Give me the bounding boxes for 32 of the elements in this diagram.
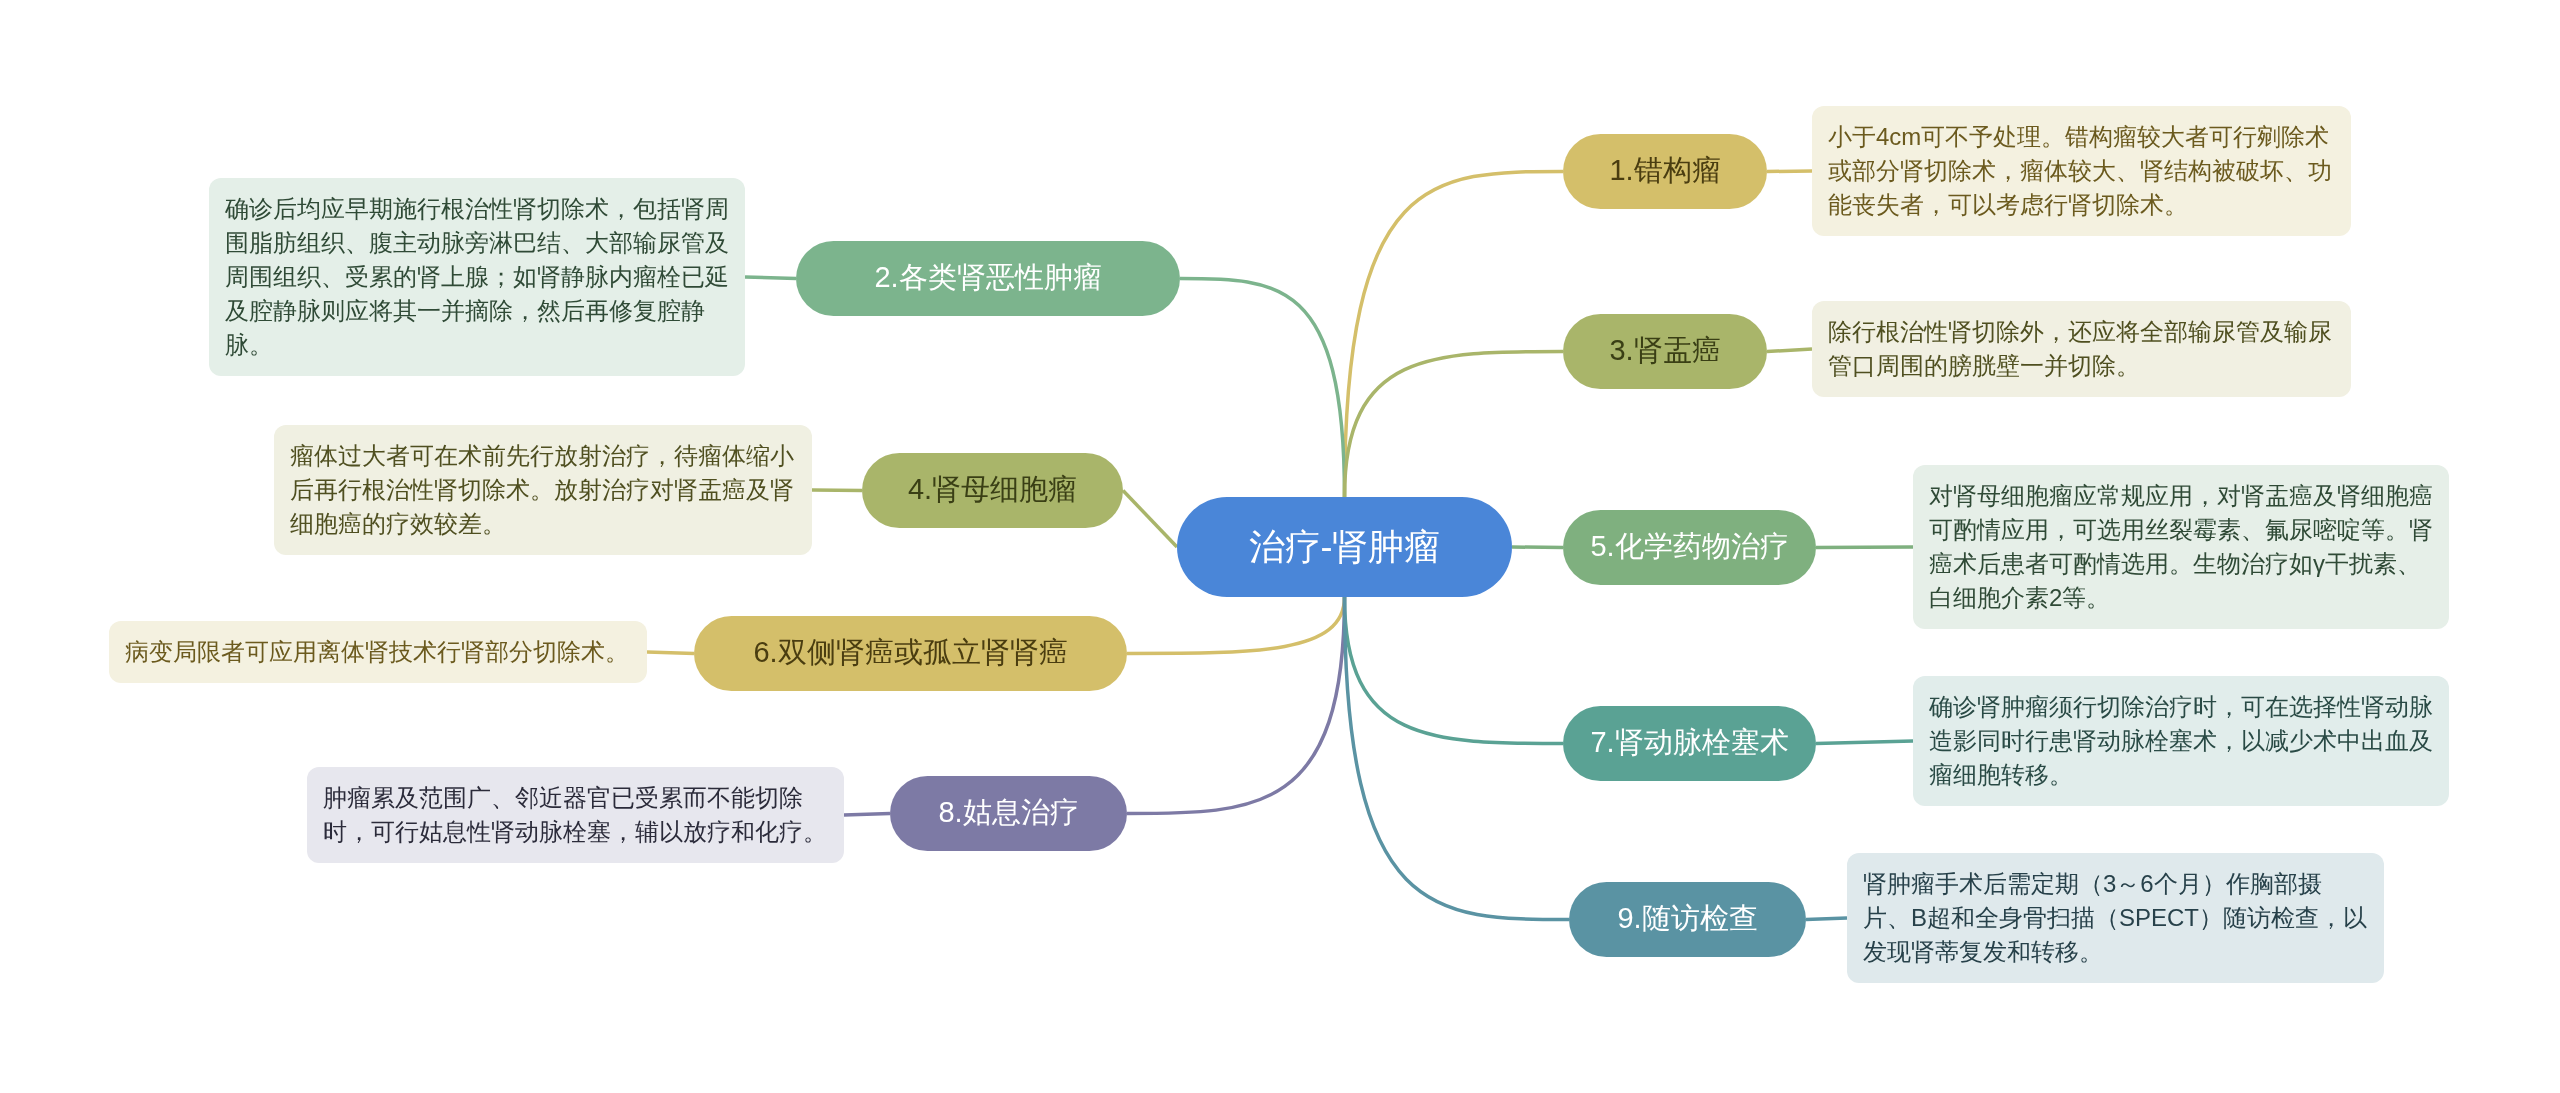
topic-box: 6.双侧肾癌或孤立肾肾癌 xyxy=(694,615,1127,691)
central-topic: 治疗-肾肿瘤 xyxy=(1177,497,1512,597)
note-box: 病变局限者可应用离体肾技术行肾部分切除术。 xyxy=(109,621,647,684)
topic-box: 8.姑息治疗 xyxy=(890,775,1127,851)
connector-line xyxy=(1342,596,1569,922)
topic-box: 3.肾盂癌 xyxy=(1563,313,1767,389)
connector-line xyxy=(744,275,797,281)
topic-box: 7.肾动脉栓塞术 xyxy=(1563,705,1816,781)
connector-line xyxy=(1816,545,1913,550)
connector-line xyxy=(843,811,891,817)
note-box: 小于4cm可不予处理。错构瘤较大者可行剜除术或部分肾切除术，瘤体较大、肾结构被破坏、功能丧失者，可以考虑行肾切除术。 xyxy=(1812,106,2351,237)
connector-line xyxy=(1121,489,1179,549)
note-box: 肾肿瘤手术后需定期（3～6个月）作胸部摄片、B超和全身骨扫描（SPECT）随访检查，以发现肾蒂复发和转移。 xyxy=(1847,853,2384,984)
connector-line xyxy=(1805,916,1848,922)
note-box: 对肾母细胞瘤应常规应用，对肾盂癌及肾细胞癌可酌情应用，可选用丝裂霉素、氟尿嘧啶等。肾癌术后患者可酌情选用。生物治疗如γ干扰素、白细胞介素2等。 xyxy=(1913,465,2449,630)
connector-line xyxy=(1766,347,1813,354)
topic-box: 1.错构瘤 xyxy=(1563,133,1767,209)
note-box: 除行根治性肾切除外，还应将全部输尿管及输尿管口周围的膀胱壁一并切除。 xyxy=(1812,301,2351,398)
topic-box: 2.各类肾恶性肿瘤 xyxy=(796,240,1180,316)
connector-line xyxy=(646,650,695,656)
topic-box: 5.化学药物治疗 xyxy=(1563,509,1816,585)
topic-box: 9.随访检查 xyxy=(1569,881,1806,957)
topic-box: 4.肾母细胞瘤 xyxy=(862,452,1123,528)
connector-line xyxy=(1342,349,1563,498)
note-box: 确诊后均应早期施行根治性肾切除术，包括肾周围脂肪组织、腹主动脉旁淋巴结、大部输尿管及周围组织、受累的肾上腺；如肾静脉内瘤栓已延及腔静脉则应将其一并摘除，然后再修复腔静脉。 xyxy=(209,178,745,377)
connector-line xyxy=(1767,169,1812,174)
connector-line xyxy=(1815,739,1914,746)
note-box: 瘤体过大者可在术前先行放射治疗，待瘤体缩小后再行根治性肾切除术。放射治疗对肾盂癌及肾细胞癌的疗效较差。 xyxy=(274,425,812,556)
connector-line xyxy=(1512,545,1563,550)
note-box: 确诊肾肿瘤须行切除治疗时，可在选择性肾动脉造影同时行患肾动脉栓塞术，以减少术中出血及瘤细胞转移。 xyxy=(1913,676,2449,807)
connector-line xyxy=(812,488,862,493)
note-box: 肿瘤累及范围广、邻近器官已受累而不能切除时，可行姑息性肾动脉栓塞，辅以放疗和化疗。 xyxy=(307,767,844,864)
